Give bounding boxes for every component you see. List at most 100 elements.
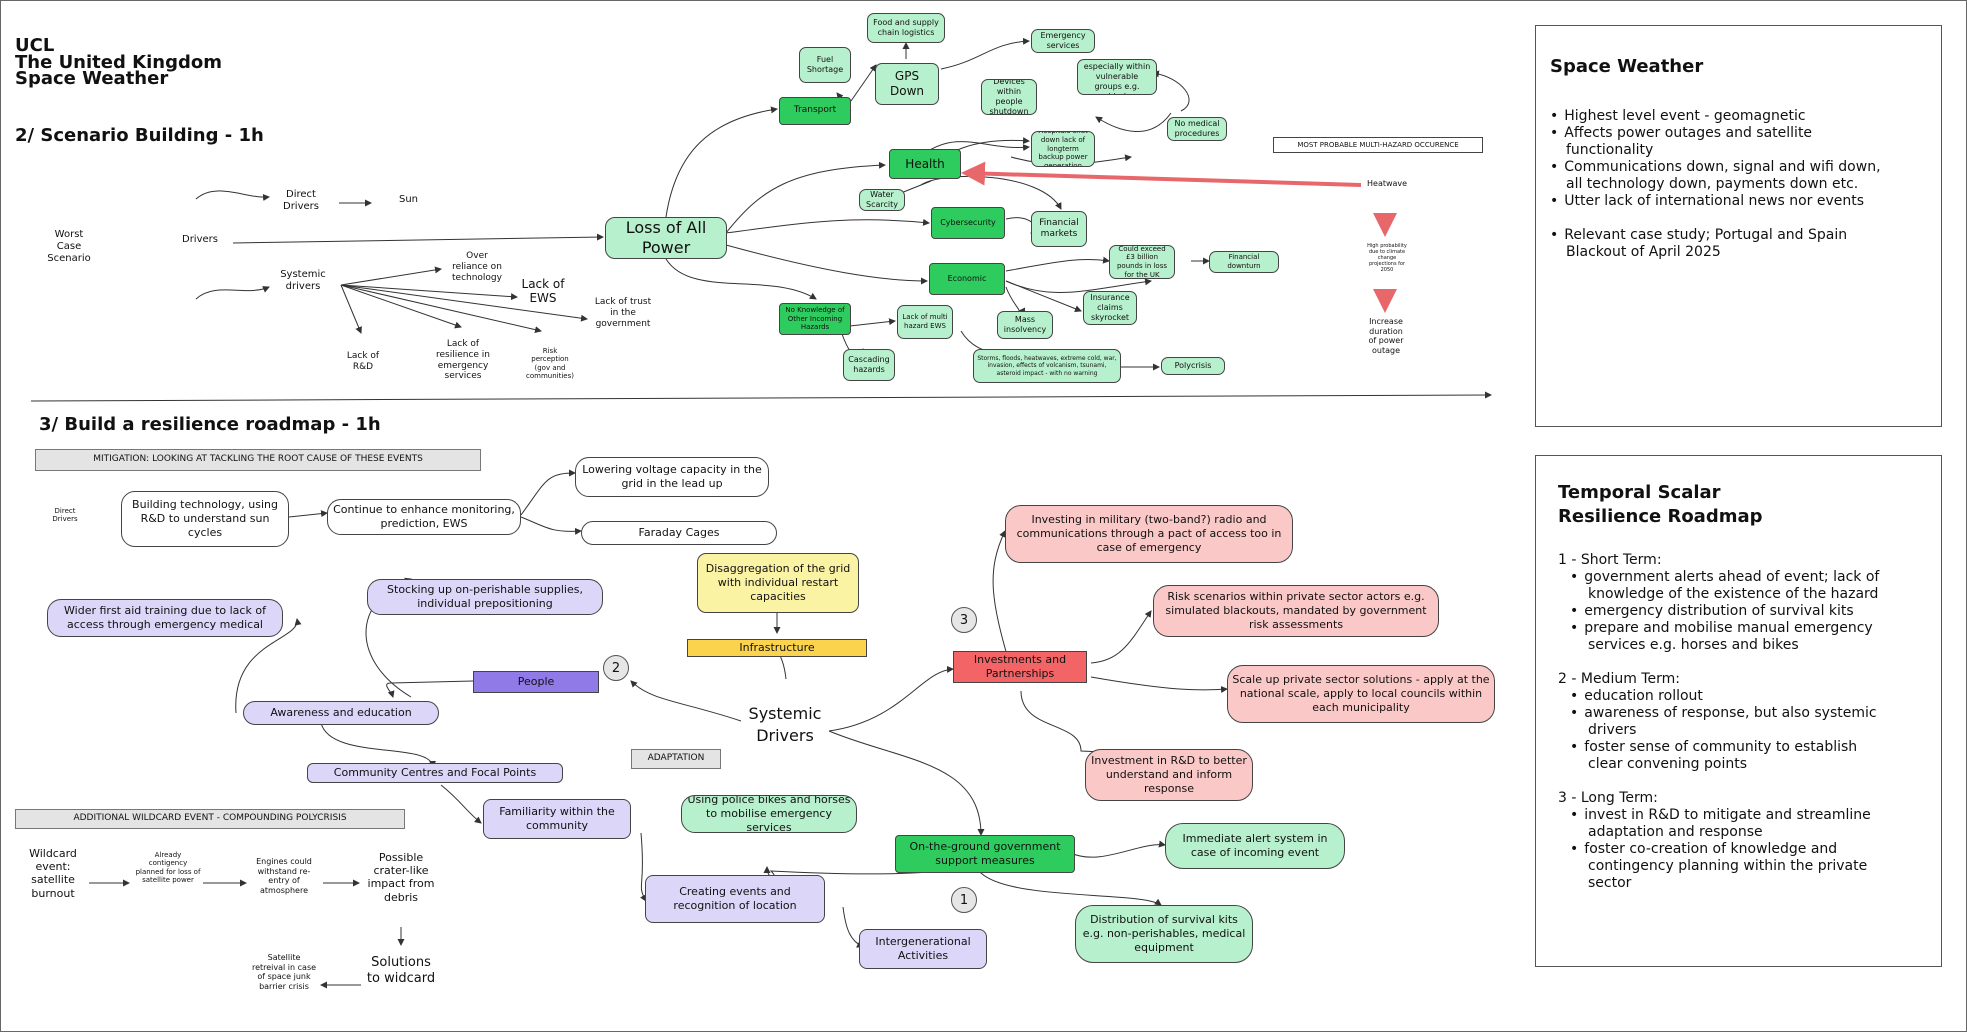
immediate-alert-node[interactable]: Immediate alert system in case of incomi… [1165,823,1345,869]
cascading-node[interactable]: Cascading hazards [843,349,895,381]
building-technology-node[interactable]: Building technology, using R&D to unders… [121,491,289,547]
disaggregation-node[interactable]: Disaggregation of the grid with individu… [697,553,859,613]
lowering-voltage-node[interactable]: Lowering voltage capacity in the grid in… [575,457,769,497]
bullet-dot: • [1550,125,1559,141]
term-item-text: foster sense of community to establish [1584,739,1858,755]
economic-node[interactable]: Economic [929,263,1005,295]
cybersecurity-node[interactable]: Cybersecurity [931,207,1005,239]
risk-scenarios-node[interactable]: Risk scenarios within private sector act… [1153,585,1439,637]
transport-node[interactable]: Transport [779,97,851,125]
water-scarcity-node[interactable]: Water Scarcity [859,189,905,211]
step-number-3: 3 [951,607,977,633]
heatwave-label: Heatwave [1367,179,1408,188]
space-weather-bullet-text: Relevant case study; Portugal and Spain [1564,227,1848,243]
bullet-dot: • [1550,193,1559,209]
term-item: • foster sense of community to establish [1570,739,1857,756]
space-weather-bullet: • Relevant case study; Portugal and Spain [1550,227,1847,244]
police-bikes-node[interactable]: Using police bikes and horses to mobilis… [681,795,857,833]
over-reliance-label: Over reliance on technology [452,251,502,283]
term-heading: 1 - Short Term: [1558,552,1662,569]
bullet-dot: • [1570,688,1579,704]
space-weather-bullet-text: Communications down, signal and wifi dow… [1564,159,1881,175]
intergenerational-node[interactable]: Intergenerational Activities [859,929,987,969]
term-item: • invest in R&D to mitigate and streamlin… [1570,807,1871,824]
drivers-label: Drivers [182,234,218,245]
step-number-2: 2 [603,655,629,681]
bullet-dot: • [1570,807,1579,823]
investing-military-node[interactable]: Investing in military (two-band?) radio … [1005,505,1293,563]
space-weather-bullet-text: Affects power outages and satellite [1564,125,1813,141]
term-item: contingency planning within the private [1588,858,1867,875]
financial-markets-node[interactable]: Financial markets [1031,211,1087,247]
term-item: •government alerts ahead of event; lack … [1570,569,1879,586]
devices-shutdown-node[interactable]: Devices within people shutdown [981,79,1037,115]
no-medical-node[interactable]: No medical procedures [1167,117,1227,141]
high-probability-label: High probability due to climate change p… [1367,243,1407,273]
awareness-education-node[interactable]: Awareness and education [243,701,439,725]
space-weather-bullet: •Communications down, signal and wifi do… [1550,159,1881,176]
familiarity-node[interactable]: Familiarity within the community [483,799,631,839]
term-item-text: drivers [1588,722,1637,738]
creating-events-node[interactable]: Creating events and recognition of locat… [645,875,825,923]
bullet-dot: • [1570,603,1579,619]
community-centres-node[interactable]: Community Centres and Focal Points [307,763,563,783]
space-weather-bullet-text: Utter lack of international news nor eve… [1564,193,1865,209]
insurance-node[interactable]: Insurance claims skyrocket [1083,291,1137,325]
wildcard-crater: Possible crater-like impact from debris [367,851,435,904]
fatalities-node[interactable]: Fatalities, especially within vulnerable… [1077,59,1157,95]
people-node[interactable]: People [473,671,599,693]
term-item: clear convening points [1588,756,1747,773]
storms-node[interactable]: Storms, floods, heatwaves, extreme cold,… [973,349,1121,383]
financial-downturn-node[interactable]: Financial downturn [1209,251,1279,273]
loss-of-all-power-node[interactable]: Loss of All Power [605,217,727,259]
infrastructure-node[interactable]: Infrastructure [687,639,867,657]
most-probable-label: MOST PROBABLE MULTI-HAZARD OCCURENCE [1273,137,1483,153]
health-node[interactable]: Health [889,149,961,179]
term-item-text: invest in R&D to mitigate and streamline [1584,807,1871,823]
space-weather-bullet: Blackout of April 2025 [1566,244,1721,261]
food-supply-node[interactable]: Food and supply chain logistics [867,13,945,43]
mitigation-label: MITIGATION: LOOKING AT TACKLING THE ROOT… [35,449,481,471]
scale-up-node[interactable]: Scale up private sector solutions - appl… [1227,665,1495,723]
header-country: The United Kingdom [15,52,222,73]
distribution-kits-node[interactable]: Distribution of survival kits e.g. non-p… [1075,905,1253,963]
space-weather-bullet-text: all technology down, payments down etc. [1566,176,1859,192]
bullet-dot: • [1550,227,1559,243]
polycrisis-node[interactable]: Polycrisis [1161,357,1225,375]
hospitals-node[interactable]: Hospitals shut down lack of longterm bac… [1031,131,1095,167]
investment-rd-node[interactable]: Investment in R&D to better understand a… [1085,749,1253,801]
bullet-dot: • [1550,108,1559,124]
stocking-supplies-node[interactable]: Stocking up on-perishable supplies, indi… [367,579,603,615]
term-item-text: adaptation and response [1588,824,1763,840]
continue-monitoring-node[interactable]: Continue to enhance monitoring, predicti… [327,499,521,535]
term-item: •prepare and mobilise manual emergency [1570,620,1873,637]
no-knowledge-node[interactable]: No Knowledge of Other Incoming Hazards [779,303,851,335]
header-org: UCL [15,35,55,56]
gps-down-node[interactable]: GPS Down [875,63,939,105]
bullet-dot: • [1570,620,1579,636]
worst-case-label: Worst Case Scenario [47,229,91,264]
fuel-shortage-node[interactable]: Fuel Shortage [799,47,851,83]
wildcard-solutions: Solutions to widcard [366,955,436,986]
term-heading: 3 - Long Term: [1558,790,1658,807]
emergency-services-node[interactable]: Emergency services [1031,29,1095,53]
lack-multi-hazard-node[interactable]: Lack of multi hazard EWS [897,305,953,339]
term-item: knowledge of the existence of the hazard [1588,586,1878,603]
term-item-text: education rollout [1584,688,1703,704]
on-the-ground-node[interactable]: On-the-ground government support measure… [895,835,1075,873]
term-item-text: awareness of response, but also systemic [1584,705,1877,721]
exceed-loss-node[interactable]: Could exceed £3 billion pounds in loss f… [1109,245,1175,279]
term-heading-text: 2 - Medium Term: [1558,671,1680,687]
term-item: sector [1588,875,1631,892]
investments-partnerships-node[interactable]: Investments and Partnerships [953,651,1087,683]
term-heading: 2 - Medium Term: [1558,671,1680,688]
faraday-cages-node[interactable]: Faraday Cages [581,521,777,545]
step-number-1: 1 [951,887,977,913]
term-item-text: emergency distribution of survival kits [1584,603,1854,619]
mass-insolvency-node[interactable]: Mass insolvency [997,311,1053,339]
space-weather-bullet: • Utter lack of international news nor ev… [1550,193,1864,210]
sun-label: Sun [399,194,419,205]
first-aid-training-node[interactable]: Wider first aid training due to lack of … [47,599,283,637]
direct-drivers-label: Direct Drivers [283,189,319,212]
bullet-dot: • [1570,739,1579,755]
